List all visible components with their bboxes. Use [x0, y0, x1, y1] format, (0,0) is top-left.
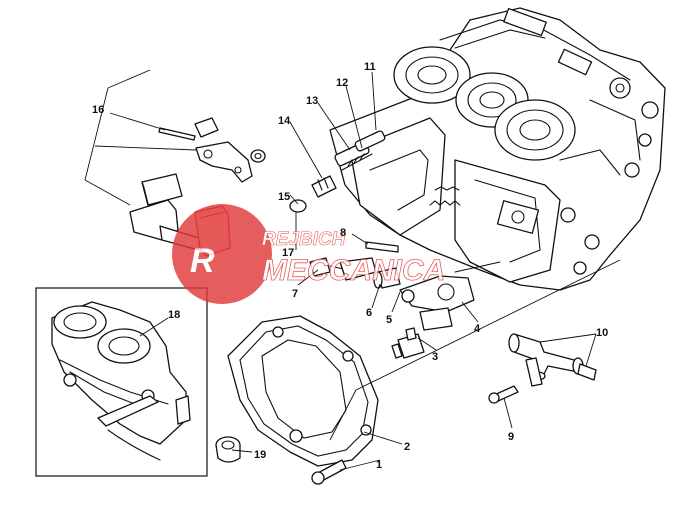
label-1: 1: [376, 459, 382, 471]
spacer-19: [215, 436, 241, 463]
fuel-pressure-parts: [309, 241, 501, 359]
watermark-line2: MECCANICA: [262, 254, 445, 287]
callout-labels: 1 2 3 4 5 6 7 8 9 10 11 12 13 14 15 16 1…: [92, 61, 608, 471]
manifold-cover: [227, 315, 379, 485]
label-18: 18: [168, 309, 180, 321]
fittings: [488, 333, 597, 404]
label-11: 11: [364, 61, 376, 73]
label-7: 7: [292, 288, 298, 300]
label-14: 14: [278, 115, 291, 127]
injector-parts: [289, 153, 373, 213]
label-16: 16: [92, 104, 104, 116]
label-19: 19: [254, 449, 266, 461]
label-6: 6: [366, 307, 372, 319]
label-17: 17: [282, 247, 294, 259]
watermark-line1: REJBICH: [262, 229, 347, 250]
complete-throttle-body-18: [51, 301, 191, 461]
watermark-logo-r: R: [190, 242, 215, 280]
label-13: 13: [306, 95, 318, 107]
label-12: 12: [336, 77, 348, 89]
label-2: 2: [404, 441, 410, 453]
leader-lines: [94, 71, 621, 471]
label-10: 10: [596, 327, 608, 339]
label-3: 3: [432, 351, 438, 363]
label-15: 15: [278, 191, 290, 203]
rejbich-meccanica-watermark: R REJBICH MECCANICA: [172, 204, 446, 304]
label-9: 9: [508, 431, 514, 443]
label-8: 8: [340, 227, 346, 239]
inset-box: [35, 287, 208, 477]
label-4: 4: [474, 323, 481, 335]
throttle-body-assembly: [329, 7, 666, 291]
label-5: 5: [386, 314, 392, 326]
